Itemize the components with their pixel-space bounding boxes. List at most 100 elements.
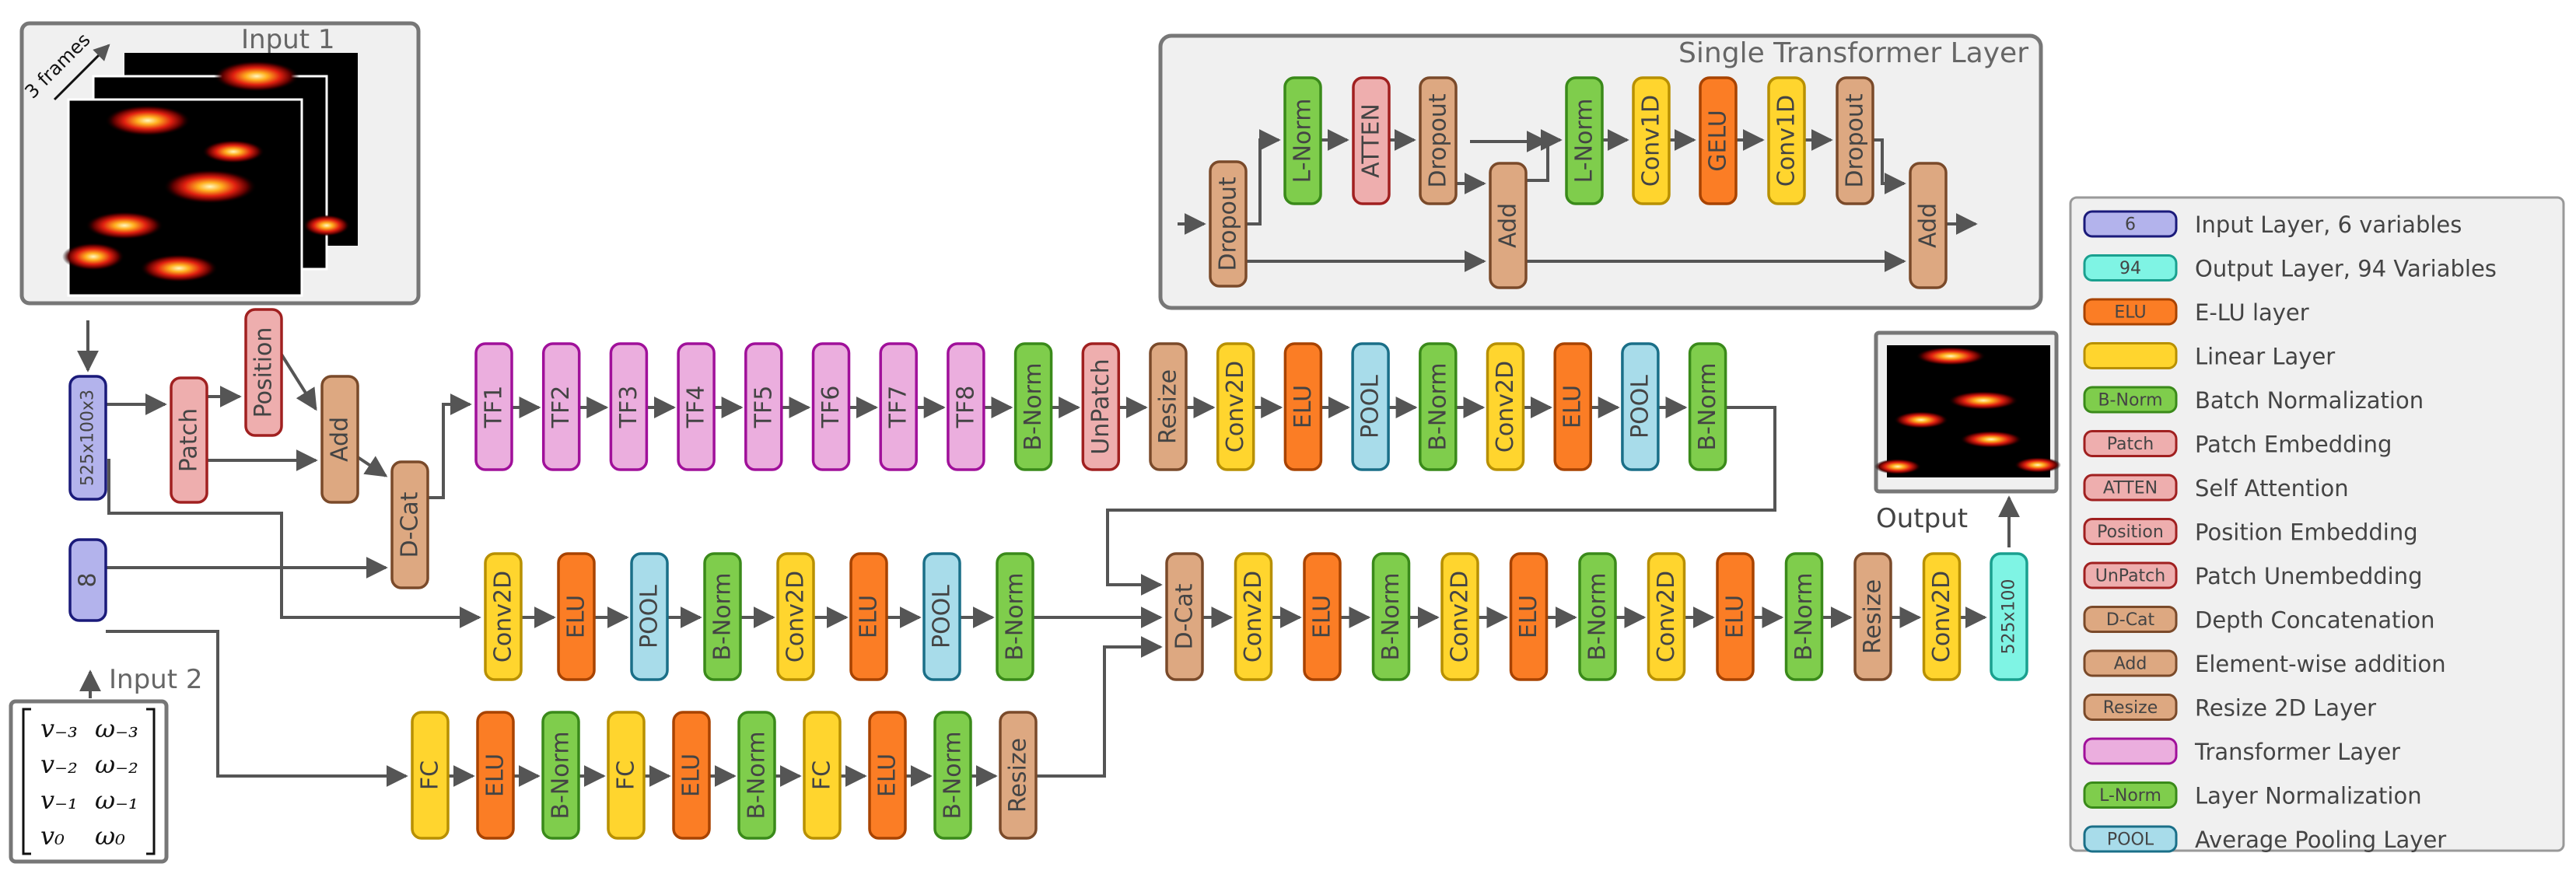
tl-gelu-box	[1699, 76, 1738, 205]
legend-swatch	[2083, 649, 2178, 677]
block-pool-r1b-box	[1621, 342, 1660, 471]
block-bnorm-d2-label: B-Norm	[1584, 572, 1612, 660]
block-resize-r1-label: Resize	[1155, 369, 1182, 444]
block-input-8: 8	[68, 538, 107, 622]
block-elu-r3a: ELU	[476, 711, 515, 840]
block-elu-r3b-label: ELU	[678, 753, 705, 797]
block-elu-d1: ELU	[1303, 552, 1342, 681]
tl-dropout-3-box	[1836, 76, 1874, 205]
block-tf5: TF5	[744, 342, 783, 471]
block-elu-d1-box	[1303, 552, 1342, 681]
legend-swatch	[2083, 210, 2178, 238]
block-tf4-box	[677, 342, 716, 471]
block-conv2d-r1b: Conv2D	[1486, 342, 1525, 471]
block-conv2d-d1: Conv2D	[1234, 552, 1273, 681]
block-dcat-main-label: D-Cat	[397, 491, 424, 558]
block-fc-r3c-label: FC	[809, 760, 836, 790]
legend-text: Self Attention	[2195, 475, 2349, 502]
block-fc-r3c-box	[803, 711, 842, 840]
block-position: Position	[244, 308, 283, 437]
legend-swatch-label: D-Cat	[2106, 610, 2155, 630]
legend-text: Patch Embedding	[2195, 432, 2392, 458]
block-elu-r2a-box	[557, 552, 596, 681]
block-elu-r1b-box	[1553, 342, 1592, 471]
block-resize-r3-box	[999, 711, 1038, 840]
block-bnorm-r1a-label: B-Norm	[1020, 362, 1047, 450]
block-resize-r3-label: Resize	[1005, 738, 1032, 813]
legend-text: Linear Layer	[2195, 344, 2335, 370]
legend-swatch	[2083, 825, 2178, 853]
block-elu-r2a-label: ELU	[563, 595, 590, 638]
block-elu-r3a-box	[476, 711, 515, 840]
block-fc-r3a-label: FC	[417, 760, 444, 790]
block-bnorm-r2b: B-Norm	[996, 552, 1034, 681]
block-input-525x100x3-label: 525x100x3	[79, 390, 98, 486]
block-bnorm-d2-box	[1578, 552, 1617, 681]
block-conv2d-d3-box	[1647, 552, 1686, 681]
block-bnorm-r1b-label: B-Norm	[1424, 362, 1451, 450]
matrix-cell: v₋₃	[40, 714, 78, 743]
block-tf6: TF6	[811, 342, 851, 471]
matrix-cell: ω₋₂	[95, 750, 138, 779]
connector-arrow	[428, 393, 472, 499]
connector-arrow	[1036, 636, 1163, 778]
block-fc-r3b: FC	[607, 711, 646, 840]
block-pool-r2a-box	[630, 552, 669, 681]
block-conv2d-d4: Conv2D	[1922, 552, 1962, 681]
tl-conv1d-1-box	[1632, 76, 1671, 205]
block-conv2d-r2a-label: Conv2D	[490, 571, 517, 662]
connector-arrow	[280, 353, 317, 411]
block-dcat-merge: D-Cat	[1165, 552, 1204, 681]
tl-dropout-3-label: Dropout	[1842, 93, 1869, 188]
legend-item: ELU E-LU layer	[2083, 298, 2309, 326]
tl-conv1d-2-box	[1767, 76, 1806, 205]
block-conv2d-r1b-label: Conv2D	[1492, 361, 1519, 453]
block-tf4: TF4	[677, 342, 716, 471]
block-bnorm-r1c-box	[1688, 342, 1727, 471]
block-elu-r3a-label: ELU	[482, 753, 509, 797]
block-tf7: TF7	[879, 342, 918, 471]
legend-swatch	[2083, 254, 2178, 281]
block-dcat-merge-label: D-Cat	[1171, 583, 1199, 649]
block-resize-r3: Resize	[999, 711, 1038, 840]
transformer-panel-title: Single Transformer Layer	[1678, 37, 2028, 69]
block-elu-d1-label: ELU	[1309, 595, 1336, 638]
legend-swatch	[2083, 781, 2178, 809]
tl-dropout-1: Dropout	[1209, 160, 1248, 288]
block-elu-d2-label: ELU	[1515, 595, 1542, 638]
block-elu-r1a: ELU	[1283, 342, 1323, 471]
legend-swatch-label: ELU	[2114, 303, 2146, 323]
input2-label: Input 2	[109, 664, 202, 695]
block-add: Add	[320, 375, 359, 504]
block-resize-r1: Resize	[1149, 342, 1188, 471]
legend-text: E-LU layer	[2195, 299, 2309, 326]
legend-text: Average Pooling Layer	[2195, 827, 2446, 853]
block-pool-r2a-label: POOL	[636, 585, 663, 649]
connector-arrow	[1106, 406, 1776, 596]
legend-swatch-label: Patch	[2107, 435, 2154, 454]
block-add-label: Add	[327, 417, 354, 462]
block-bnorm-r2a-box	[703, 552, 742, 681]
block-elu-r1a-label: ELU	[1290, 385, 1317, 428]
tl-add-2: Add	[1909, 162, 1948, 289]
legend-swatch-label: 6	[2125, 215, 2136, 235]
block-pool-r1a-box	[1351, 342, 1390, 471]
block-conv2d-d2-label: Conv2D	[1447, 571, 1474, 662]
block-elu-r3c-box	[868, 711, 907, 840]
legend-text: Transformer Layer	[2194, 739, 2400, 765]
legend-swatch-label: Add	[2114, 655, 2147, 674]
connector-arrow	[1873, 138, 1906, 194]
block-patch-label: Patch	[176, 408, 203, 472]
tl-add-2-label: Add	[1915, 203, 1942, 248]
legend-text: Layer Normalization	[2195, 783, 2422, 809]
tl-dropout-2: Dropout	[1419, 76, 1458, 205]
block-bnorm-d3-box	[1784, 552, 1824, 681]
legend-swatch	[2083, 474, 2178, 502]
tl-dropout-2-label: Dropout	[1425, 93, 1452, 188]
input1-panel: Input 1 3 frames	[19, 21, 421, 306]
